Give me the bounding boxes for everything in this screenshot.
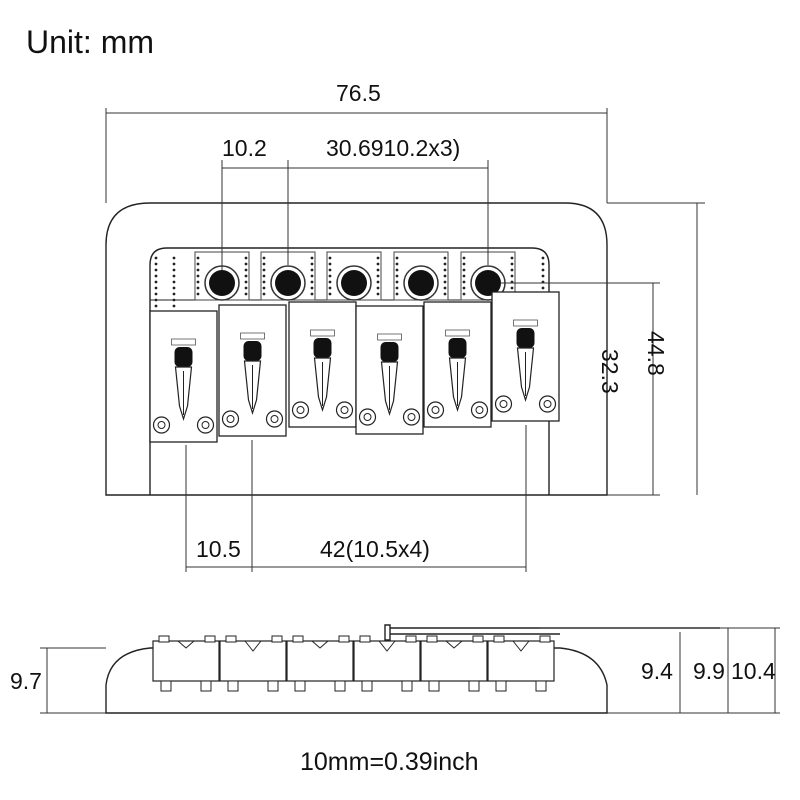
dim-total-depth: 44.8 (643, 331, 669, 376)
dim-hole-span: 30.6910.2x3) (326, 135, 461, 161)
saddles (149, 291, 560, 443)
base-plate-outline (105, 202, 608, 496)
dim-height-1: 9.4 (641, 658, 673, 684)
dim-saddle-gap: 10.2 (222, 135, 267, 161)
saddle (355, 305, 424, 435)
unit-label: Unit: mm (26, 24, 154, 60)
side-saddle (353, 635, 421, 692)
string-hole (326, 251, 382, 301)
dim-total-width: 76.5 (336, 80, 381, 106)
dimension-lines (105, 108, 705, 572)
dim-base-height: 9.7 (10, 668, 42, 694)
side-base (105, 647, 608, 714)
dim-height-3: 10.4 (731, 658, 776, 684)
string-hole (393, 251, 449, 301)
side-saddle (487, 635, 555, 692)
string-holes (154, 251, 545, 308)
side-saddle (219, 635, 287, 692)
saddle (491, 291, 560, 422)
dim-saddle-width: 10.5 (196, 536, 241, 562)
dim-saddle-depth: 32.3 (597, 349, 623, 394)
saddle (218, 304, 287, 437)
side-saddle (286, 635, 354, 692)
saddle (423, 301, 492, 428)
dim-saddle-span: 42(10.5x4) (320, 536, 430, 562)
inner-recess (149, 247, 550, 495)
saddle (149, 310, 218, 443)
string-hole (194, 251, 250, 301)
side-saddle (420, 635, 488, 692)
conversion-note: 10mm=0.39inch (300, 748, 479, 776)
side-saddles (152, 635, 555, 692)
saddle (288, 301, 357, 428)
side-dimension-lines (40, 627, 780, 714)
dim-height-2: 9.9 (693, 658, 725, 684)
side-saddle (152, 635, 220, 692)
